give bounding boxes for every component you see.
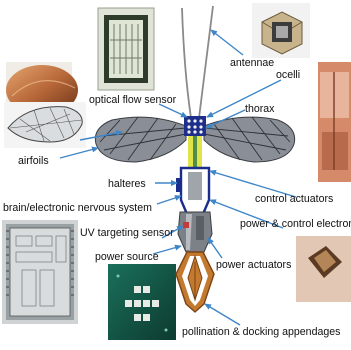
brain-chip-photo xyxy=(2,220,78,324)
label-thorax: thorax xyxy=(245,103,275,115)
label-power-actuators: power actuators xyxy=(216,259,291,271)
right-wing xyxy=(204,117,295,162)
left-wing xyxy=(95,117,186,162)
abdomen xyxy=(178,212,212,252)
actuator-photo-upper xyxy=(318,62,351,182)
label-power-source: power source xyxy=(95,251,159,263)
label-control-actuators: control actuators xyxy=(255,193,333,205)
label-halteres: halteres xyxy=(108,178,146,190)
label-optical-flow-sensor: optical flow sensor xyxy=(89,94,177,106)
ocelli-dots xyxy=(187,119,202,133)
real-wing-photo xyxy=(4,102,86,148)
label-power-control-electronics: power & control electronics xyxy=(240,218,351,230)
label-pollination: pollination & docking appendages xyxy=(182,326,340,338)
ocelli-photo xyxy=(252,3,310,58)
label-uv-targeting-sensor: UV targeting sensor xyxy=(80,227,174,239)
label-airfoils: airfoils xyxy=(18,155,49,167)
optical-flow-sensor-photo xyxy=(98,8,154,90)
label-ocelli: ocelli xyxy=(276,69,300,81)
right-antenna xyxy=(199,6,213,118)
power-source-photo xyxy=(108,264,176,340)
left-antenna xyxy=(182,8,191,118)
pollination-appendages xyxy=(176,252,214,312)
label-brain: brain/electronic nervous system xyxy=(3,202,152,214)
label-antennae: antennae xyxy=(230,57,274,69)
actuator-photo-lower xyxy=(296,236,351,302)
